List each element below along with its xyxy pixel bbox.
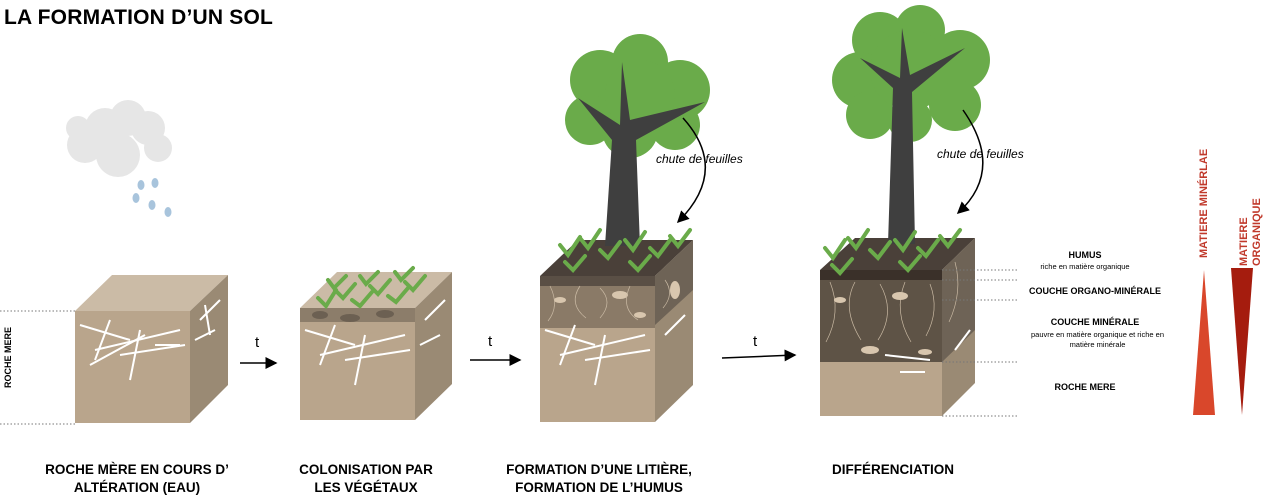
roche-mere-side-label: ROCHE MERE — [3, 326, 13, 388]
rain-drops-icon — [132, 178, 172, 217]
leaf-fall-label-2: chute de feuilles — [937, 147, 1024, 161]
mineral-gradient-wedge — [1193, 270, 1215, 415]
block-roche-mere — [75, 275, 228, 423]
leaf-fall-arrow-2 — [956, 109, 984, 215]
organic-gradient-label-1: MATIERE — [1238, 217, 1250, 266]
tree-1-icon — [558, 34, 710, 273]
leaf-fall-arrow-1 — [676, 117, 706, 224]
horizon-organo-title: COUCHE ORGANO-MINÉRALE — [1029, 286, 1161, 296]
stage-caption-4: DIFFÉRENCIATION — [832, 462, 954, 477]
page-title: LA FORMATION D’UN SOL — [4, 6, 274, 29]
horizon-humus-desc: riche en matière organique — [1040, 262, 1130, 271]
horizon-humus-title: HUMUS — [1068, 250, 1102, 260]
grass-tufts-icon — [316, 266, 427, 310]
block-colonisation — [300, 266, 452, 420]
horizon-roche-title: ROCHE MERE — [1054, 382, 1116, 392]
time-label-1: t — [255, 334, 260, 351]
time-label-3: t — [753, 333, 758, 350]
horizon-guides — [942, 269, 1018, 417]
time-label-2: t — [488, 333, 493, 350]
horizon-minerale-desc-2: matière minérale — [1069, 340, 1126, 349]
horizon-minerale-title: COUCHE MINÉRALE — [1050, 317, 1140, 327]
leaf-fall-label-1: chute de feuilles — [656, 152, 743, 166]
organic-gradient-wedge — [1231, 268, 1253, 415]
stage-caption-1: ROCHE MÈRE EN COURS D’ALTÉRATION (EAU) — [45, 462, 229, 495]
mineral-gradient-label: MATIERE MINÉRLAE — [1198, 148, 1210, 258]
time-arrow-3 — [721, 349, 797, 362]
block-humus — [540, 240, 693, 422]
tree-2-icon — [823, 5, 990, 276]
stage-caption-3: FORMATION D’UNE LITIÈRE,FORMATION DE L’H… — [506, 462, 692, 495]
horizon-minerale-desc-1: pauvre en matière organique et riche en — [1030, 330, 1164, 339]
rain-cloud-icon — [66, 100, 172, 177]
organic-gradient-label-2: ORGANIQUE — [1251, 198, 1263, 266]
block-differenciation — [820, 238, 975, 416]
